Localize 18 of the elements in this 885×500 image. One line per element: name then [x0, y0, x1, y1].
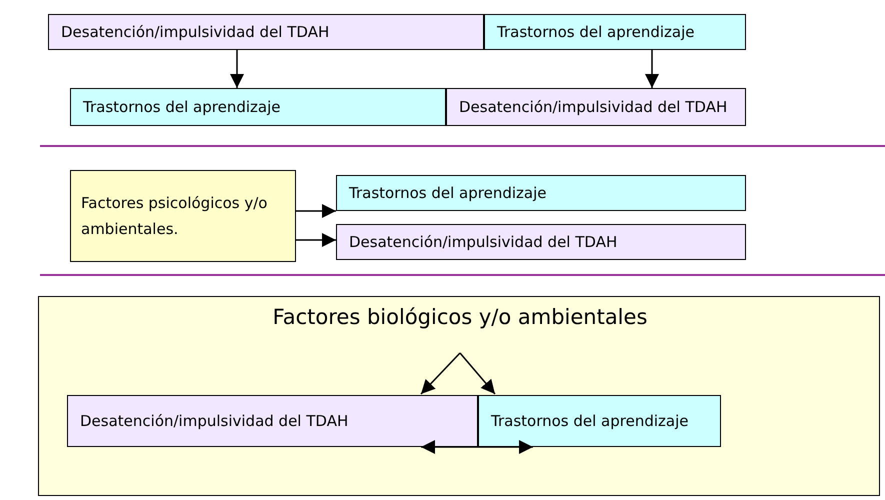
panel-heading: Factores biológicos y/o ambientales: [259, 305, 661, 353]
arrow: [459, 352, 496, 394]
text-box: Factores psicológicos y/o ambientales.: [70, 170, 296, 262]
text-box: Trastornos del aprendizaje: [484, 14, 746, 50]
group-panel: [38, 296, 880, 496]
arrow: [645, 50, 659, 88]
text-box: Desatención/impulsividad del TDAH: [67, 395, 478, 447]
arrow: [230, 50, 244, 88]
text-box: Desatención/impulsividad del TDAH: [48, 14, 484, 50]
arrow: [296, 233, 336, 247]
arrow: [421, 440, 533, 454]
text-box: Trastornos del aprendizaje: [70, 88, 446, 126]
text-box: Desatención/impulsividad del TDAH: [336, 224, 746, 260]
arrow: [296, 204, 336, 218]
text-box: Desatención/impulsividad del TDAH: [446, 88, 746, 126]
arrow: [420, 352, 461, 395]
text-box: Trastornos del aprendizaje: [336, 175, 746, 211]
text-box: Trastornos del aprendizaje: [478, 395, 721, 447]
